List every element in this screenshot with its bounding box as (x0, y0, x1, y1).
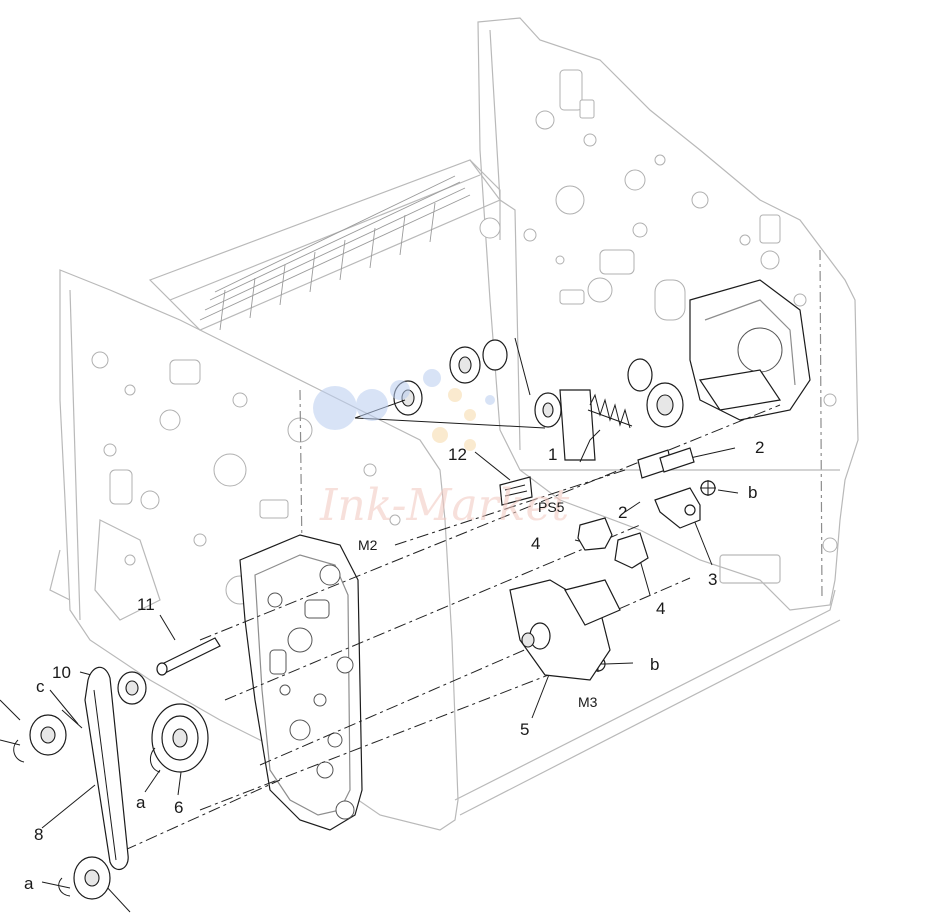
pulley-upper-left (29, 709, 83, 756)
left-side-frame (59, 269, 459, 831)
base-frame (49, 469, 841, 816)
callout-4-left: 4 (531, 534, 540, 553)
leader-lines (0, 337, 739, 913)
callout-a-lower: a (24, 874, 34, 893)
pulley-lower (73, 856, 111, 900)
callout-b-upper: b (748, 483, 757, 502)
callout-4-right: 4 (656, 599, 665, 618)
e-rings-a (13, 739, 161, 897)
callout-2-lower: 2 (618, 503, 627, 522)
watermark-text: Ink-Market (319, 480, 569, 531)
label-m2: M2 (358, 537, 378, 553)
watermark-logo: Ink-Market (313, 369, 569, 531)
label-ps5: PS5 (538, 499, 565, 515)
shaft-part-11 (156, 637, 221, 676)
callout-8: 8 (34, 825, 43, 844)
label-m3: M3 (578, 694, 598, 710)
gear-drive-plate (239, 534, 363, 831)
callout-6: 6 (174, 798, 183, 817)
callout-a-gear: a (136, 793, 146, 812)
sensor-brackets (577, 447, 701, 569)
callout-3: 3 (708, 570, 717, 589)
top-mesh-cover (148, 159, 501, 331)
gear-part-6 (151, 703, 209, 773)
bearing-part-10 (117, 671, 147, 705)
belt-part-8 (84, 666, 129, 871)
connector-12 (499, 476, 533, 506)
callout-5: 5 (520, 720, 529, 739)
fan-duct-assembly (689, 279, 811, 421)
callout-1: 1 (548, 445, 557, 464)
callout-2-upper: 2 (755, 438, 764, 457)
rear-frame-panel (477, 17, 859, 611)
callout-12: 12 (448, 445, 467, 464)
callout-11: 11 (137, 595, 155, 614)
spring-part-1 (587, 393, 633, 429)
callout-c: c (36, 677, 45, 696)
callout-10: 10 (52, 663, 71, 682)
assembly-axis-lines (124, 404, 781, 851)
callout-b-lower: b (650, 655, 659, 674)
motor-m3-part-5 (509, 579, 621, 681)
callout-labels: 1 2 2 3 4 4 5 6 8 10 11 12 a a b b c PS5… (24, 438, 764, 893)
